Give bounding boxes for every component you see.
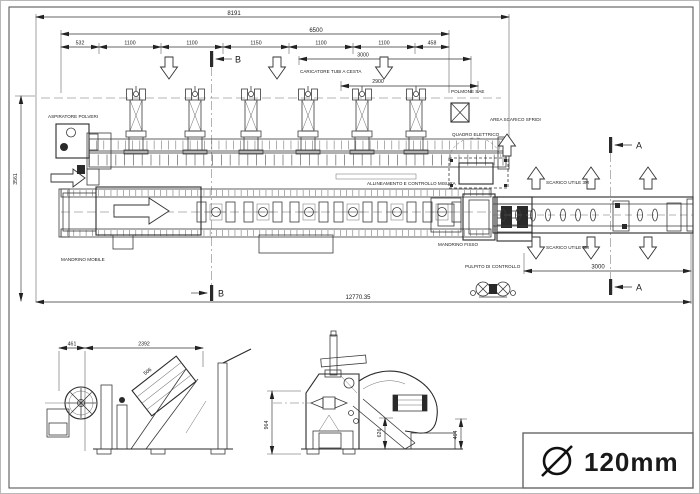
loader-machine-plan [41, 85, 510, 170]
feed-arrow-right-icon [50, 168, 86, 188]
dim-secb-basket: 506 [143, 367, 154, 377]
carriage-arrow-right-icon [113, 197, 170, 225]
section-letter-b-top: B [235, 55, 241, 65]
label-mandrino-mobile: MANDRINO MOBILE [61, 257, 105, 262]
top-dimension-chain: 8191 6500 532 1100 1100 1150 1100 1100 4… [35, 11, 510, 302]
tilting-basket: 506 [131, 355, 197, 417]
dim-seg-6: 1100 [378, 41, 389, 47]
label-allineamento: ALLINEAMENTO E CONTROLLO MISURA [367, 181, 457, 186]
buffer-unit: POLMONE SAE [450, 89, 484, 123]
diameter-badge: 120mm [522, 432, 694, 489]
dim-loader-span: 6500 [309, 28, 323, 34]
dim-seg-5: 1100 [315, 41, 326, 47]
dim-basket-length: 3000 [357, 53, 369, 59]
loader-station-icon [403, 85, 429, 155]
dim-overall-length: 12770.35 [345, 295, 371, 301]
section-letter-a-top: A [636, 141, 642, 151]
dim-seg-1: 532 [76, 41, 85, 47]
section-view-a: 964 626 464 [264, 330, 467, 455]
section-letter-b-bottom: B [218, 289, 224, 299]
dim-secb-width: 2392 [138, 342, 150, 348]
dim-discharge-length: 3000 [591, 265, 605, 271]
label-aspiratore: ASPIRATORE POLVERI [48, 114, 98, 119]
label-polmone: POLMONE SAE [451, 89, 484, 94]
label-scarico-bottom: SCARICO UTILE 3M [546, 245, 589, 250]
chip-conveyor [258, 234, 334, 254]
scrap-discharge-area: AREA SCARICO SFRIDI [490, 117, 541, 157]
label-pulpito: PULPITO DI CONTROLLO [465, 264, 521, 269]
label-mandrino-fisso: MANDRINO FISSO [438, 242, 478, 247]
dim-seg-2: 1100 [124, 41, 135, 47]
alignment-station: ALLINEAMENTO E CONTROLLO MISURA [335, 173, 457, 186]
dim-basket-inner: 2900 [372, 79, 384, 85]
loading-arrows [160, 56, 393, 80]
fixed-spindle-head: MANDRINO FISSO [430, 193, 533, 247]
loader-station-icon [123, 85, 149, 155]
diameter-value: 120mm [584, 447, 679, 477]
diameter-icon [541, 445, 573, 477]
section-markers: B B A A [191, 51, 642, 301]
loader-station-icon [182, 85, 208, 155]
control-pulpit: PULPITO DI CONTROLLO [465, 264, 521, 298]
loader-wheel [64, 386, 98, 420]
discharge-arrow-up-icon [527, 166, 545, 190]
label-area-scarico: AREA SCARICO SFRIDI [490, 117, 541, 122]
discharge-arrow-down-icon [527, 236, 545, 260]
section-view-b: 461 2392 506 [45, 342, 252, 455]
chip-guard [358, 370, 438, 434]
overall-dimensions: 3561 3000 12770.35 [13, 95, 692, 305]
drawing-frame [8, 6, 694, 489]
dim-seca-base: 464 [453, 431, 459, 440]
discharge-arrow-down-icon [639, 236, 657, 260]
dim-top-total: 8191 [227, 11, 241, 17]
load-arrow-down-icon [268, 56, 286, 80]
roller-station-icon [196, 201, 236, 223]
dim-secb-left: 461 [68, 342, 77, 348]
section-letter-a-bottom: A [636, 283, 642, 293]
dim-seg-4: 1150 [250, 41, 261, 47]
dust-extractor: ASPIRATORE POLVERI [48, 114, 99, 159]
dim-seg-3: 1100 [186, 41, 197, 47]
scrap-chute [352, 405, 406, 450]
label-quadro: QUADRO ELETTRICO [452, 132, 500, 137]
label-caricatore: CARICATORE TUBI A CESTA [300, 69, 362, 74]
electrical-cabinet: QUADRO ELETTRICO [448, 132, 509, 189]
roller-station-icon [377, 201, 417, 223]
dim-seca-height: 964 [264, 421, 270, 430]
load-arrow-down-icon [375, 56, 393, 80]
dim-machine-height: 3561 [13, 173, 19, 185]
loader-station-icon [238, 85, 264, 155]
dim-seg-7: 458 [428, 41, 437, 47]
discharge-conveyor: SCARICO UTILE 3M SCARICO UTILE 3M [492, 166, 694, 260]
main-bed-plan: MANDRINO MOBILE [50, 165, 492, 262]
loader-station-icon [295, 85, 321, 155]
label-scarico-top: SCARICO UTILE 3M [546, 180, 589, 185]
discharge-arrow-up-icon [639, 166, 657, 190]
discharge-arrow-up-icon [582, 166, 600, 190]
load-arrow-down-icon [160, 56, 178, 80]
dim-seca-chute: 626 [377, 429, 383, 438]
